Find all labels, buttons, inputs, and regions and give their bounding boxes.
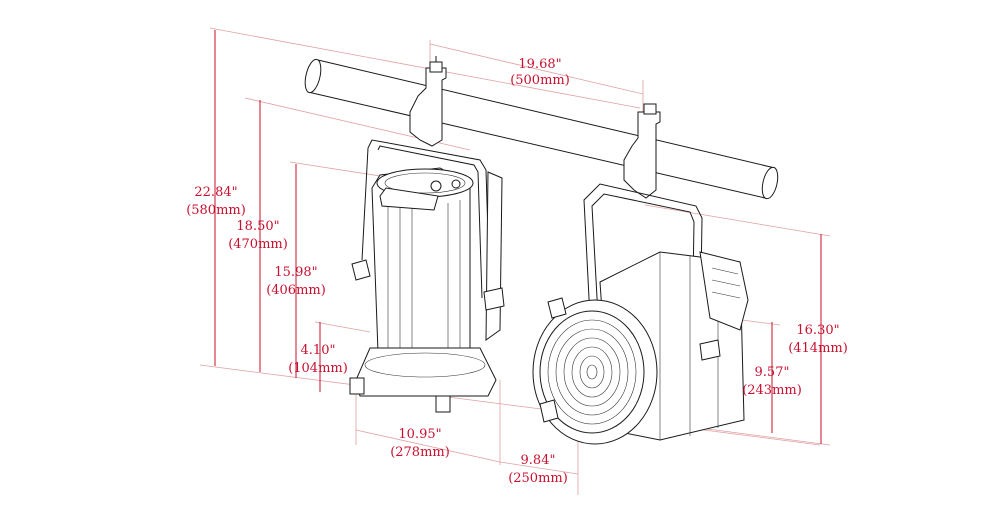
- vertical-height-mm: (470mm): [228, 237, 288, 252]
- depth-mm: (250mm): [508, 471, 568, 486]
- total-height-mm: (580mm): [186, 203, 246, 218]
- horizontal-height-mm: (414mm): [788, 341, 848, 356]
- horizontal-height-inch: 16.30": [796, 323, 839, 338]
- fixture-horizontal: [532, 103, 749, 445]
- base-height-mm: (104mm): [288, 361, 348, 376]
- pipe-spacing-mm: (500mm): [510, 73, 570, 88]
- pipe-spacing-inch: 19.68": [518, 57, 561, 72]
- vertical-height-inch: 18.50": [236, 219, 279, 234]
- fixture-vertical: [349, 56, 505, 413]
- base-width-inch: 10.95": [398, 427, 441, 442]
- body-height-mm: (406mm): [266, 283, 326, 298]
- depth-inch: 9.84": [521, 453, 556, 468]
- total-height-inch: 22.84": [194, 185, 237, 200]
- base-height-inch: 4.10": [301, 343, 336, 358]
- lens-center-height-mm: (243mm): [742, 383, 802, 398]
- body-height-inch: 15.98": [274, 265, 317, 280]
- vertical-dimension-arrows: [214, 30, 822, 444]
- lens-center-height-inch: 9.57": [755, 365, 790, 380]
- dimension-labels: 19.68" (500mm) 22.84" (580mm) 18.50" (47…: [186, 57, 848, 486]
- base-width-mm: (278mm): [390, 445, 450, 460]
